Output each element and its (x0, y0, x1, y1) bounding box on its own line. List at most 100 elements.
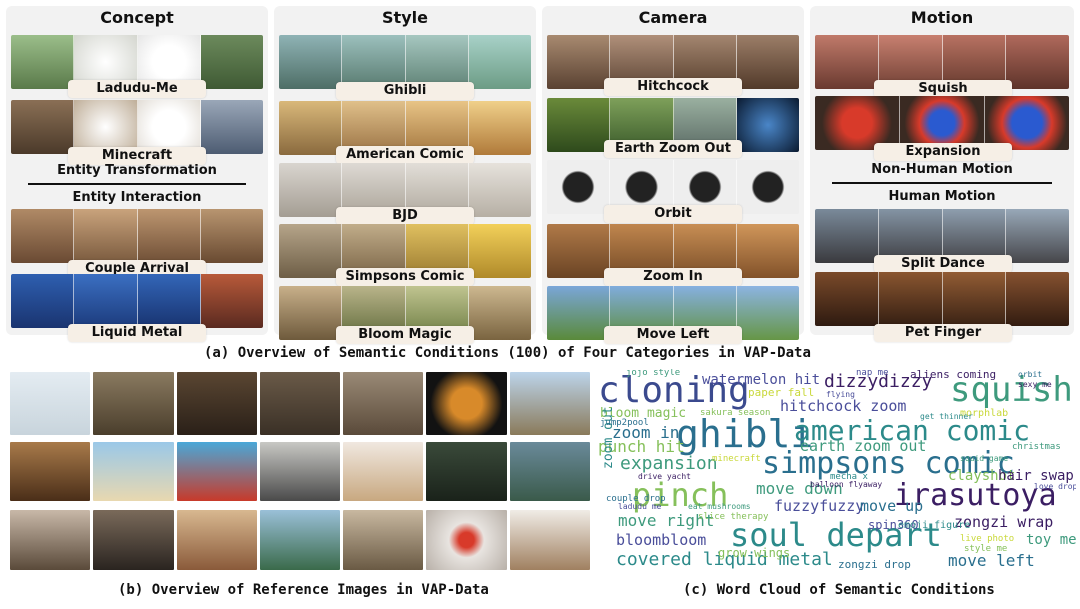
label-couple-arrival: Couple Arrival (68, 260, 206, 278)
style-title: Style (382, 8, 428, 27)
word: move up (860, 497, 924, 515)
word: morphlab (960, 408, 1009, 419)
label-bjd: BJD (336, 207, 474, 225)
label-move-left: Move Left (604, 326, 742, 344)
label-split-dance: Split Dance (874, 255, 1012, 273)
split-dance-strip (815, 209, 1069, 263)
label-zoom-in: Zoom In (604, 268, 742, 286)
reference-image (10, 510, 91, 570)
ghibli-strip (279, 35, 531, 89)
reference-row-1 (10, 372, 590, 435)
caption-b: (b) Overview of Reference Images in VAP-… (118, 582, 489, 598)
reference-image (10, 442, 91, 501)
word: minecraft (712, 454, 761, 464)
word: zongzi wrap (954, 513, 1054, 531)
camera-panel: Camera Hitchcock Earth Zoom Out Orbit Zo… (542, 6, 804, 344)
reference-image (176, 442, 257, 501)
american-comic-strip (279, 101, 531, 155)
word: emoji figure (898, 520, 971, 531)
move-left-strip (547, 286, 799, 340)
word: move right (618, 511, 715, 530)
concept-title: Concept (100, 8, 174, 27)
word-cloud: cloning squish ghibli american comic sim… (598, 369, 1076, 577)
reference-image (509, 442, 590, 501)
style-panel: Style Ghibli American Comic BJD Simpsons… (274, 6, 536, 344)
word: expansion (620, 453, 718, 474)
word: soul depart (730, 516, 942, 554)
reference-image (259, 372, 341, 435)
word: live photo (960, 534, 1015, 544)
word: cloning (598, 370, 750, 411)
word: hair swap (998, 468, 1074, 484)
reference-image (343, 372, 424, 435)
word: slice therapy (698, 512, 769, 522)
label-american-comic: American Comic (336, 146, 474, 164)
word: bloombloom (616, 531, 707, 549)
word: ladudu me (618, 502, 662, 511)
word: irasutoya (894, 478, 1057, 513)
word: zoom in (612, 423, 680, 442)
word: covered liquid metal (616, 549, 833, 570)
label-earth-zoom-out: Earth Zoom Out (604, 140, 742, 158)
liquid-metal-strip (11, 274, 263, 328)
word: fuzzyfuzzy (774, 497, 865, 515)
word: couple drop (606, 494, 666, 504)
word: jojo style (626, 369, 681, 378)
motion-title: Motion (910, 8, 974, 27)
word: squish (950, 370, 1073, 410)
reference-row-3 (10, 510, 590, 570)
pet-finger-strip (815, 272, 1069, 326)
word: christmas (1012, 442, 1061, 452)
reference-image (93, 510, 174, 570)
reference-image (10, 372, 91, 435)
word: simpsons comic (762, 446, 1015, 481)
word: style me (964, 544, 1008, 554)
label-pet-finger: Pet Finger (874, 324, 1012, 342)
word: zongzi drop (838, 558, 911, 571)
human-motion-heading: Human Motion (888, 189, 996, 204)
label-expansion: Expansion (874, 143, 1012, 161)
word: eat mushrooms (688, 502, 751, 511)
label-squish: Squish (874, 80, 1012, 98)
caption-c: (c) Word Cloud of Semantic Conditions (683, 582, 995, 598)
word: toy me (1026, 532, 1076, 548)
minecraft-strip (11, 100, 263, 154)
reference-image (509, 372, 590, 435)
reference-image (176, 372, 257, 435)
word: move left (948, 551, 1035, 570)
reference-image (509, 510, 590, 570)
reference-row-2 (10, 442, 590, 501)
reference-image (259, 442, 341, 501)
word: watermelon hit (702, 372, 821, 388)
word: orbit (1018, 370, 1043, 379)
label-simpsons-comic: Simpsons Comic (336, 268, 474, 286)
simpsons-comic-strip (279, 224, 531, 278)
word: clayshot (948, 468, 1016, 484)
word: squid game (960, 454, 1009, 463)
word: pinch (632, 476, 729, 514)
reference-image (343, 442, 424, 501)
concept-panel: Concept Ladudu-Me Minecraft Entity Trans… (6, 6, 268, 342)
word: move down (756, 479, 843, 498)
motion-divider (832, 182, 1052, 184)
word: bloom magic (600, 406, 687, 421)
word: sexy me (1018, 380, 1052, 389)
reference-image (259, 510, 341, 570)
camera-title: Camera (638, 8, 708, 27)
reference-image (176, 510, 257, 570)
word: nap me (856, 369, 889, 378)
concept-divider (28, 183, 246, 185)
word: balloon flyaway (810, 480, 883, 489)
word: zoom out (601, 406, 616, 469)
label-bloom-magic: Bloom Magic (336, 326, 474, 344)
label-ghibli: Ghibli (336, 82, 474, 100)
reference-image (426, 372, 507, 435)
word: jump2pool (600, 418, 649, 428)
word: earth zoom out (800, 437, 927, 455)
word: paper fall (748, 386, 815, 399)
word: drive yacht (638, 472, 691, 481)
word: ghibli (676, 412, 814, 456)
word: aliens coming (910, 369, 997, 381)
expansion-strip (815, 96, 1069, 150)
label-minecraft: Minecraft (68, 147, 206, 165)
